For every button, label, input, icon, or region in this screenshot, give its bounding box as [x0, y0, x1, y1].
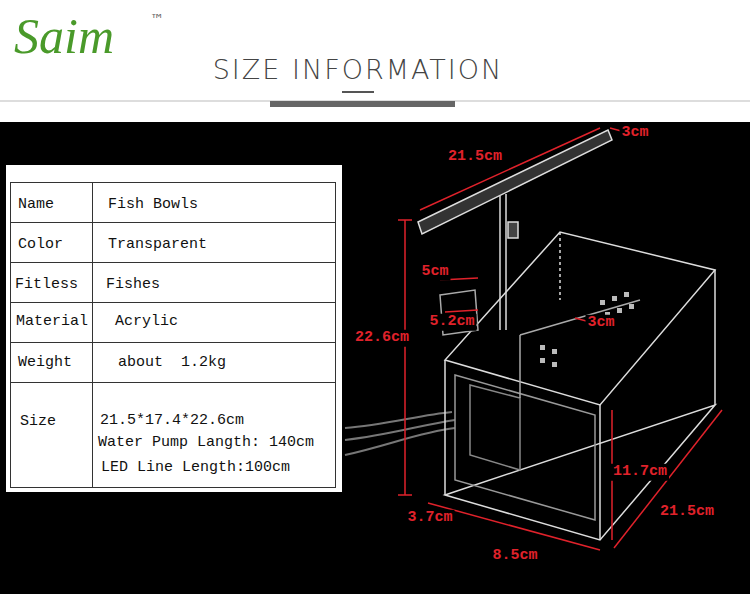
black-panel — [0, 122, 750, 594]
filter-holes — [540, 292, 634, 367]
table-cell: Color — [18, 237, 63, 254]
page-title: SIZE INFORMATION — [213, 55, 504, 85]
table-cell: Fish Bowls — [108, 197, 198, 214]
dimension-label: 3cm — [585, 315, 616, 332]
pump-cables — [345, 412, 455, 455]
dimension-label: 21.5cm — [446, 149, 504, 166]
dimension-label: 5.2cm — [427, 314, 476, 331]
dimension-label: 8.5cm — [490, 548, 539, 565]
dimension-label: 3cm — [619, 125, 650, 142]
title-bar — [270, 101, 455, 107]
table-cell: Material — [16, 314, 88, 331]
dimension-label: 3.7cm — [405, 510, 454, 527]
table-cell: Acrylic — [115, 314, 178, 331]
table-cell: Size — [20, 414, 56, 431]
dimension-lines — [398, 128, 722, 550]
brand-logo: Saim — [14, 9, 114, 64]
dimension-label: 5cm — [419, 264, 450, 281]
table-cell: about 1.2kg — [118, 355, 226, 372]
table-cell: Weight — [18, 355, 72, 372]
table-cell: Water Pump Langth: 140cm — [98, 435, 314, 452]
table-cell: Name — [18, 197, 54, 214]
dimension-label: 22.6cm — [353, 330, 411, 347]
table-cell: LED Line Length:100cm — [101, 460, 290, 477]
table-cell: Fitless — [15, 277, 78, 294]
led-lamp — [418, 130, 612, 330]
tank — [440, 232, 715, 540]
dimension-label: 21.5cm — [658, 504, 716, 521]
table-cell: Transparent — [108, 237, 207, 254]
title-tick — [342, 91, 374, 93]
trademark: ™ — [150, 12, 164, 27]
table-panel — [6, 165, 342, 492]
table-cell: Fishes — [106, 277, 160, 294]
dimension-label: 11.7cm — [611, 464, 669, 481]
table-cell: 21.5*17.4*22.6cm — [100, 413, 244, 430]
table-grid — [10, 182, 336, 488]
